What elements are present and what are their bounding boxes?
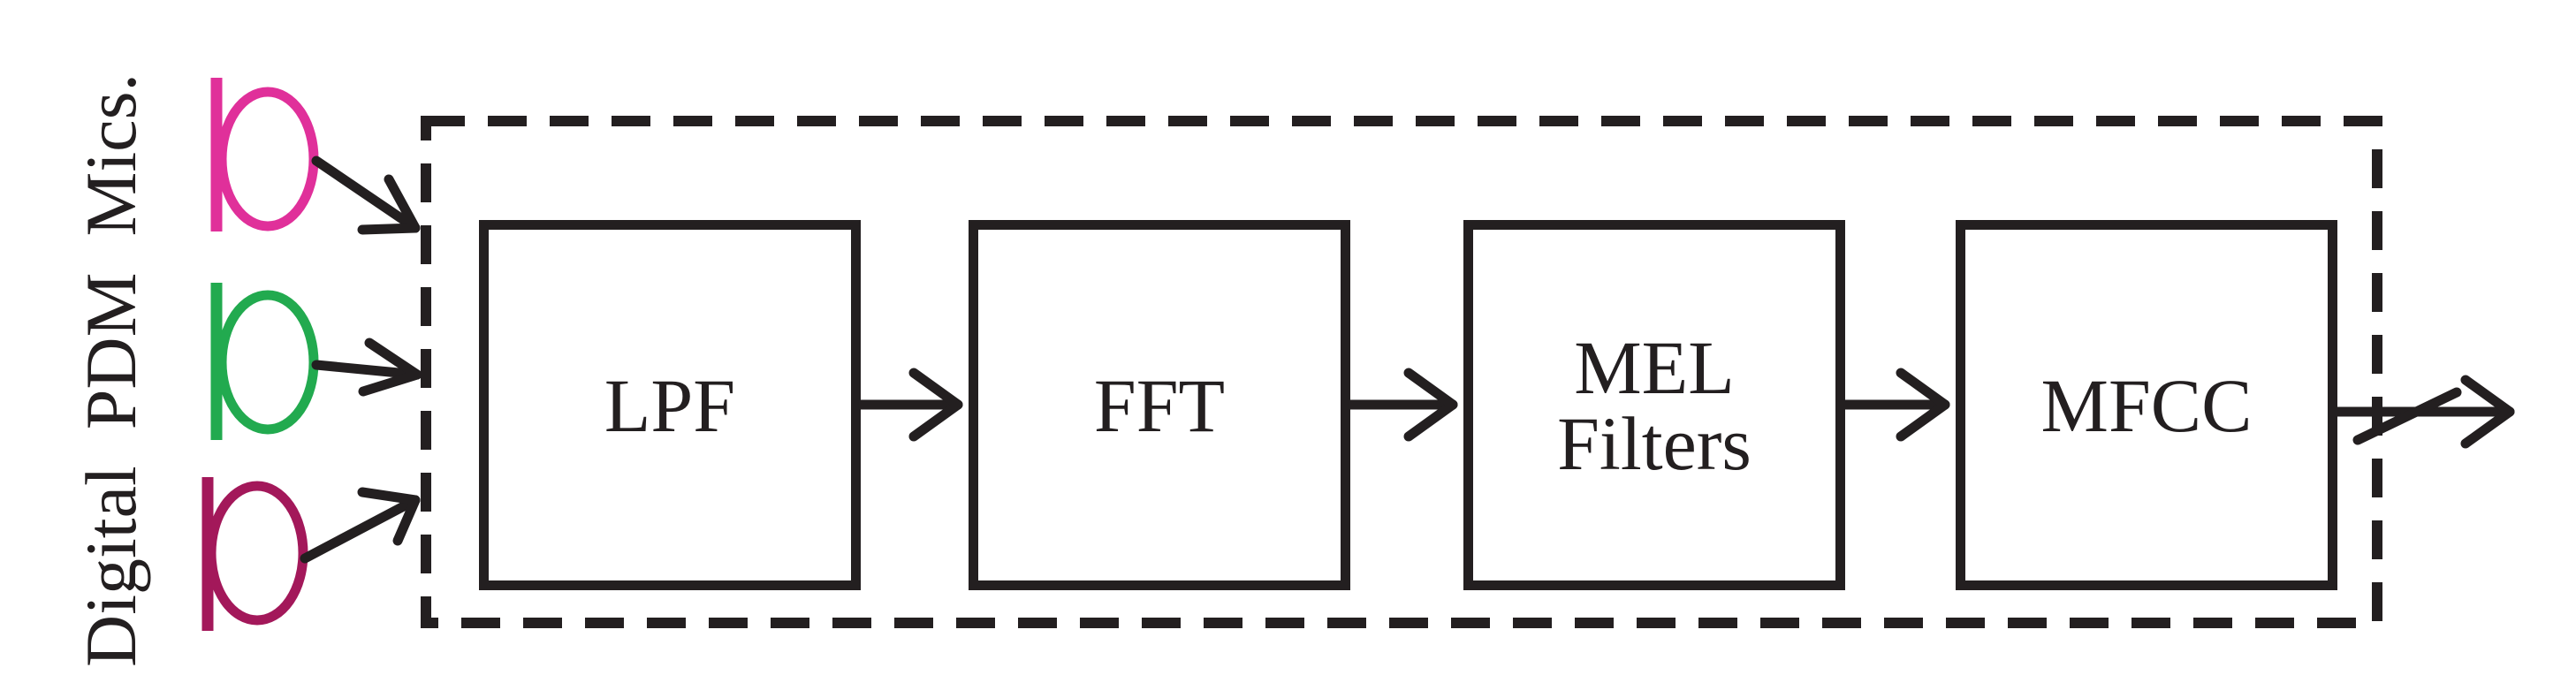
fft-block-label: FFT: [1093, 362, 1226, 448]
mic-bottom-icon: [201, 477, 308, 631]
arrow-lpf-to-fft: [855, 368, 963, 442]
output-arrow: [2332, 375, 2515, 449]
mel-block-label-line1: MEL: [1574, 324, 1735, 410]
mel-block-label-line2: Filters: [1557, 400, 1752, 486]
mel-filters-block: MEL Filters: [1463, 220, 1845, 590]
arrow-mel-to-mfcc: [1840, 368, 1950, 442]
mic-middle-arrow: [311, 338, 422, 397]
mic-top-icon: [210, 78, 319, 231]
processing-boundary: [421, 116, 2382, 628]
lpf-block: LPF: [479, 220, 861, 590]
mic-bottom-arrow: [300, 487, 421, 564]
mfcc-block-label: MFCC: [2040, 362, 2253, 448]
mic-middle-icon: [210, 283, 319, 440]
arrow-fft-to-mel: [1345, 368, 1458, 442]
mic-array-label: Digital PDM Mics.: [71, 73, 151, 667]
fft-block: FFT: [969, 220, 1350, 590]
lpf-block-label: LPF: [604, 362, 736, 448]
mic-top-arrow: [311, 156, 421, 235]
mfcc-block: MFCC: [1956, 220, 2337, 590]
